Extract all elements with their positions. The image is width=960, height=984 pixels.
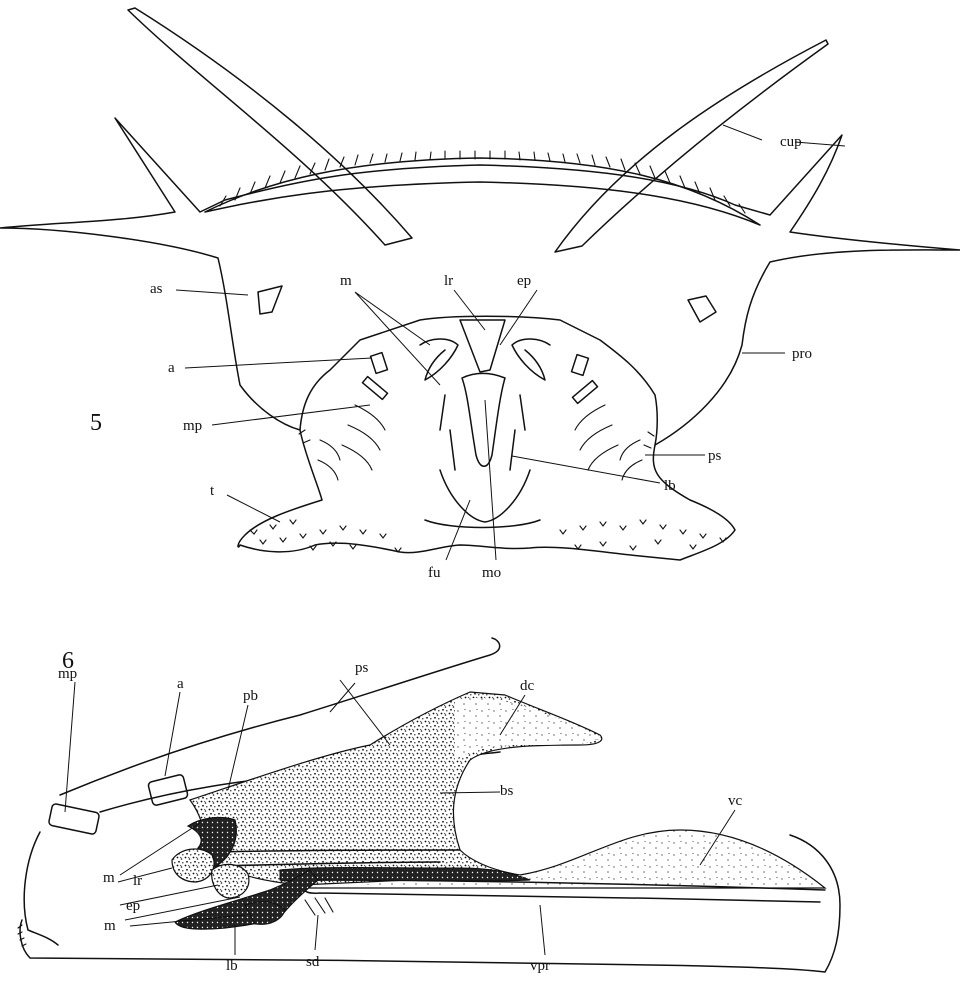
label-ps: ps [708, 448, 722, 464]
label-6-dc: dc [520, 678, 535, 694]
antenna-6 [148, 774, 189, 806]
anterior-crenulation [205, 158, 760, 225]
label-mo: mo [482, 565, 501, 581]
spinules-right [560, 520, 726, 550]
label-t: t [210, 483, 215, 499]
labium-prongs [440, 395, 525, 470]
head-outline [0, 118, 960, 560]
mandible-right [512, 339, 550, 380]
label-pro: pro [792, 346, 812, 362]
label-a: a [168, 360, 175, 376]
label-lb: lb [664, 478, 676, 494]
label-6-pb: pb [243, 688, 258, 704]
head-capsule-rim [300, 316, 657, 445]
epipharynx [462, 374, 505, 467]
label-6-lr: lr [133, 873, 142, 889]
label-6-ep: ep [126, 898, 140, 914]
label-6-lb: lb [226, 958, 238, 974]
figure-6: 6 ps pb a dc [18, 638, 840, 974]
label-cup: cup [780, 134, 802, 150]
label-6-vc: vc [728, 793, 743, 809]
label-6-vpr: vpr [530, 958, 550, 974]
salivary-duct [305, 898, 333, 915]
cup-spine-left [128, 8, 412, 245]
label-as: as [150, 281, 163, 297]
furca [425, 470, 540, 528]
antennal-spot-right [688, 296, 716, 322]
label-6-a: a [177, 676, 184, 692]
figure-5-number: 5 [90, 410, 102, 436]
label-6-m-lower: m [104, 918, 116, 934]
label-m: m [340, 273, 352, 289]
maxillary-palp-6 [48, 803, 100, 834]
label-lr: lr [444, 273, 453, 289]
label-fu: fu [428, 565, 441, 581]
maxillary-palp-left [362, 377, 387, 400]
label-6-mp: mp [58, 666, 77, 682]
antenna-right [572, 355, 589, 376]
maxillary-palp-right [572, 381, 597, 404]
figure-5: cup lr ep as m a pro 5 mp ps lb t fu mo [0, 8, 960, 581]
mandible-left [420, 339, 458, 380]
label-ep: ep [517, 273, 531, 289]
label-6-m-upper: m [103, 870, 115, 886]
label-6-ps: ps [355, 660, 369, 676]
epipharynx-6 [212, 864, 249, 898]
fig5-leaders [176, 125, 845, 560]
label-6-sd: sd [306, 954, 320, 970]
label-mp: mp [183, 418, 202, 434]
label-6-bs: bs [500, 783, 514, 799]
labrum-6 [172, 849, 214, 882]
head-striations [299, 405, 654, 480]
antenna-left [371, 353, 388, 374]
antennal-spot-left [258, 286, 282, 314]
labrum [460, 320, 505, 372]
